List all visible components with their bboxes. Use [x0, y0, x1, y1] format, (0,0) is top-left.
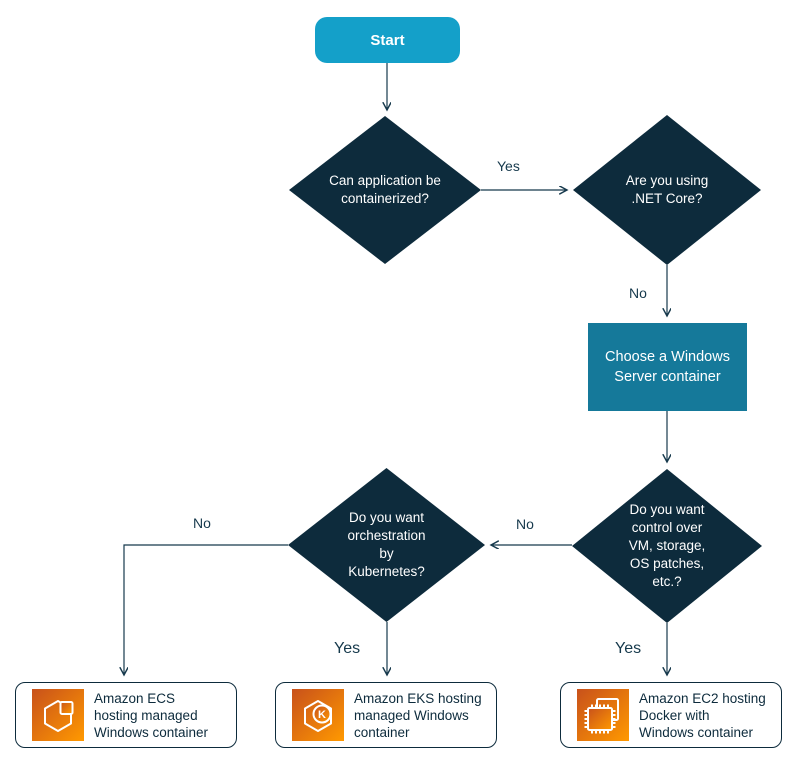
- aws-ec2-icon: [577, 689, 629, 741]
- connector-kubernetes-no-to-ecs: [124, 544, 288, 675]
- process-choose-windows-container: Choose a Windows Server container: [588, 323, 747, 411]
- result-label: Amazon EC2 hosting Docker with Windows c…: [639, 690, 766, 740]
- aws-eks-icon: K: [292, 689, 344, 741]
- edge-label-kubernetes-yes: Yes: [334, 640, 361, 657]
- edge-label-netcore-no: No: [629, 285, 647, 301]
- edge-label-control-yes: Yes: [615, 640, 642, 657]
- result-label: Amazon ECS hosting managed Windows conta…: [94, 690, 209, 740]
- edge-label-containerized-yes: Yes: [497, 158, 520, 174]
- result-amazon-ecs: Amazon ECS hosting managed Windows conta…: [15, 682, 237, 748]
- result-amazon-eks: K Amazon EKS hosting managed Windows con…: [275, 682, 497, 748]
- aws-ecs-icon: [32, 689, 84, 741]
- eks-letter: K: [318, 709, 326, 721]
- edge-label-control-no: No: [516, 516, 534, 532]
- start-node: Start: [315, 17, 460, 63]
- result-label: Amazon EKS hosting managed Windows conta…: [354, 690, 482, 740]
- result-amazon-ec2: Amazon EC2 hosting Docker with Windows c…: [560, 682, 782, 748]
- edge-label-kubernetes-no: No: [193, 515, 211, 531]
